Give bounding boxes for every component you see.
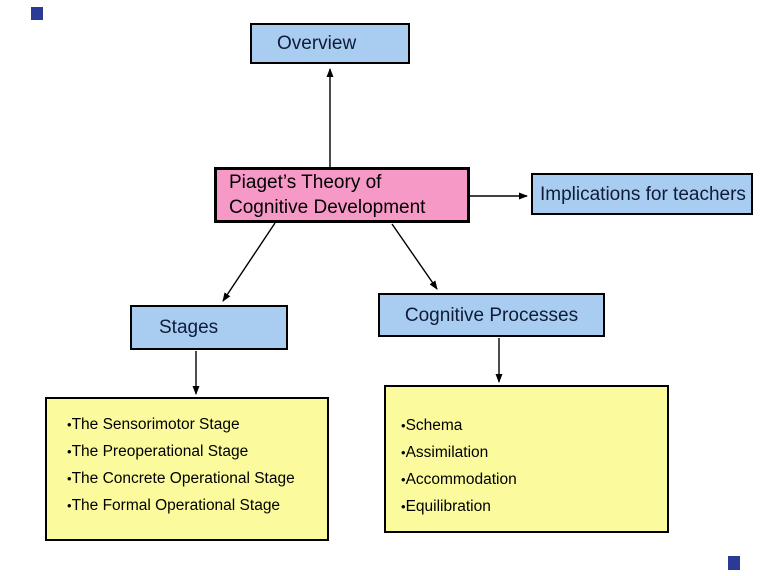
processes-list-item: Equilibration: [401, 493, 667, 520]
processes-list-item: Schema: [401, 412, 667, 439]
stages-list-item: The Formal Operational Stage: [67, 492, 327, 519]
node-stages: Stages: [130, 305, 288, 350]
processes-list-item: Assimilation: [401, 439, 667, 466]
node-implications-for-teachers: Implications for teachers: [531, 173, 753, 215]
stages-list-item: The Concrete Operational Stage: [67, 465, 327, 492]
node-piaget-theory: Piaget’s Theory of Cognitive Development: [214, 167, 470, 223]
arrow-center-to-cognitive-processes: [391, 223, 438, 290]
piaget-title-line1: Piaget’s Theory of: [229, 172, 382, 193]
node-cognitive-processes: Cognitive Processes: [378, 293, 605, 337]
piaget-title-line2: Cognitive Development: [229, 197, 426, 218]
stages-list-box: The Sensorimotor Stage The Preoperationa…: [45, 397, 329, 541]
node-overview: Overview: [250, 23, 410, 64]
processes-list-item: Accommodation: [401, 466, 667, 493]
processes-list-box: Schema Assimilation Accommodation Equili…: [384, 385, 669, 533]
arrow-center-to-stages: [222, 222, 276, 302]
stages-list-item: The Preoperational Stage: [67, 438, 327, 465]
slide-accent-bottom-right: [728, 556, 740, 570]
stages-list-item: The Sensorimotor Stage: [67, 411, 327, 438]
slide-accent-top-left: [31, 7, 43, 20]
